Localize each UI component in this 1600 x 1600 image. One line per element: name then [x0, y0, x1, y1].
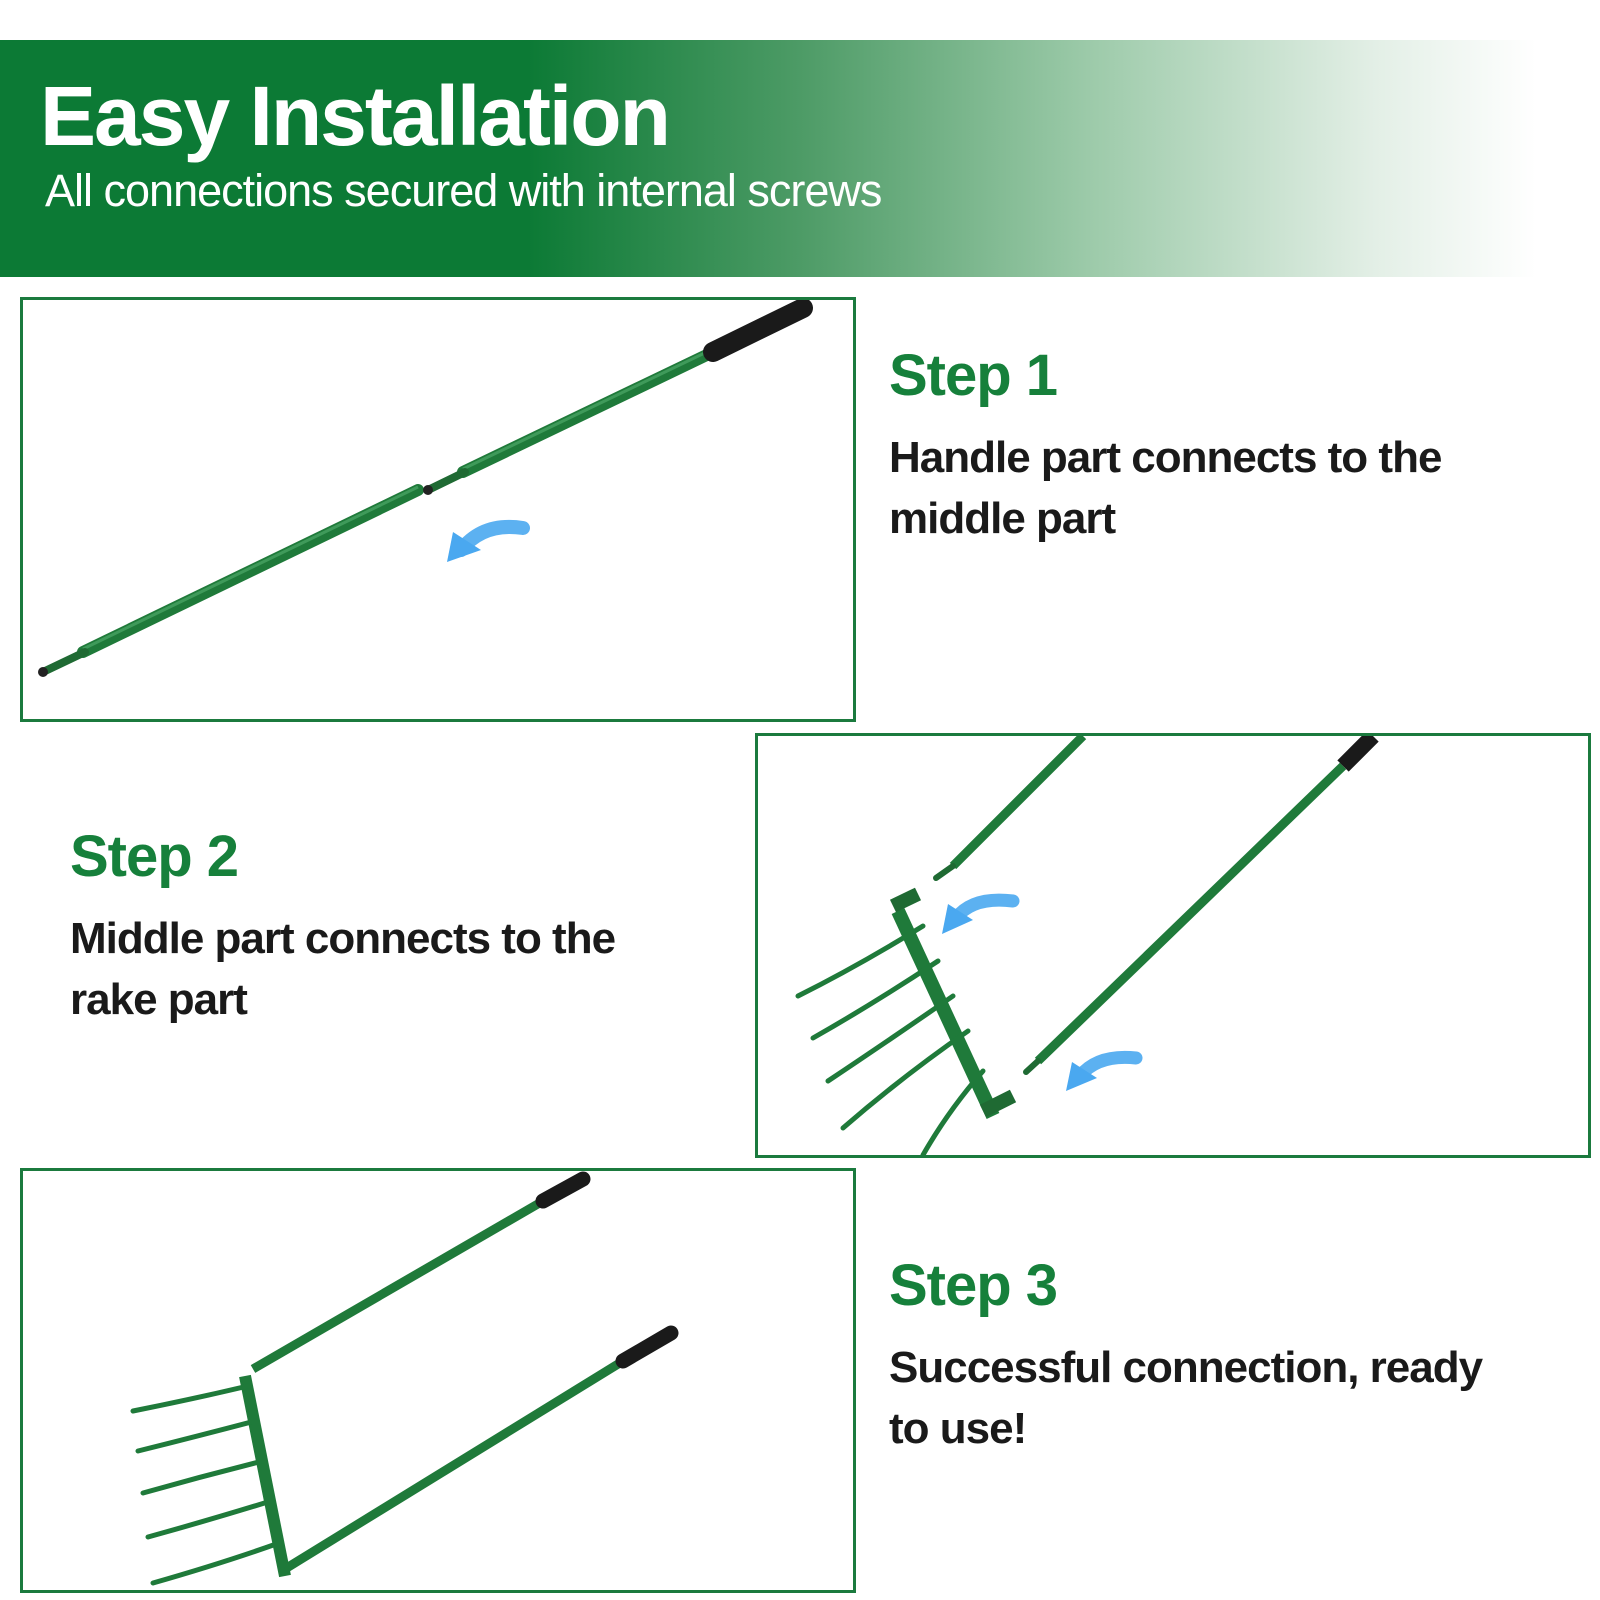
step-2-description: Middle part connects to the rake part — [70, 914, 616, 1024]
arrow-icon — [942, 893, 1020, 934]
step-3-description: Successful connection, ready to use! — [889, 1343, 1483, 1453]
handle-grip — [703, 300, 813, 362]
handle-pole — [423, 346, 719, 495]
handle-pole — [1023, 736, 1379, 1075]
arrow-icon — [1066, 1050, 1143, 1091]
page-title: Easy Installation — [40, 69, 671, 163]
step-1-image — [20, 297, 856, 722]
step-2-title: Step 2 — [70, 824, 239, 889]
page-subtitle: All connections secured with internal sc… — [45, 165, 882, 216]
step-1-description: Handle part connects to the middle part — [889, 433, 1442, 543]
rake-tines — [795, 923, 986, 1155]
header-banner: Easy Installation All connections secure… — [0, 40, 1600, 277]
step-3-title: Step 3 — [889, 1253, 1058, 1318]
step-1: Step 1 Handle part connects to the middl… — [889, 342, 1509, 549]
upper-pole — [250, 1171, 591, 1373]
step-3: Step 3 Successful connection, ready to u… — [889, 1252, 1509, 1459]
middle-pole — [933, 736, 1087, 881]
step-2-image — [755, 733, 1591, 1158]
arrow-icon — [447, 520, 530, 562]
middle-pole — [38, 484, 424, 677]
rake-frame — [889, 887, 1017, 1119]
lower-pole — [282, 1325, 679, 1573]
step-3-image — [20, 1168, 856, 1593]
step-2: Step 2 Middle part connects to the rake … — [70, 823, 690, 1030]
rake-tines — [130, 1383, 282, 1586]
step-1-title: Step 1 — [889, 343, 1058, 408]
